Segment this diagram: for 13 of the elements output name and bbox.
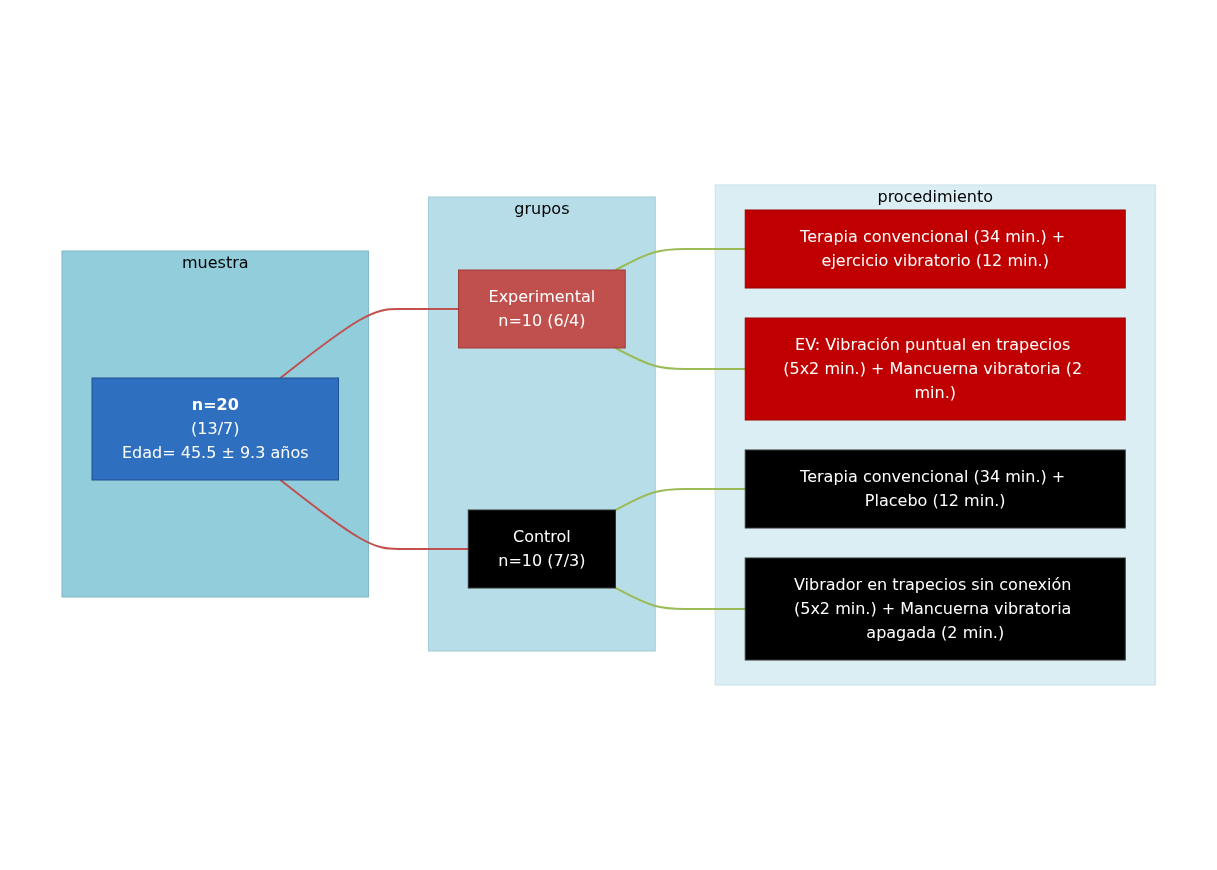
node-box: Terapia convencional (34 min.) + ejercicio vibratorio (12 min.) — [744, 209, 1126, 289]
connector — [279, 479, 470, 550]
connector — [614, 347, 747, 370]
connector — [614, 248, 747, 271]
node-box: Terapia convencional (34 min.) + Placebo (12 min.) — [744, 449, 1126, 529]
node-box: Experimental n=10 (6/4) — [457, 269, 626, 349]
connector — [614, 488, 747, 512]
node-box: n=20 (13/7) Edad= 45.5 ± 9.3 años — [91, 377, 339, 481]
node-box: Control n=10 (7/3) — [467, 509, 616, 589]
node-box: Vibrador en trapecios sin conexión (5x2 min.) + Mancuerna vibratoria apagada (2 min.) — [744, 557, 1126, 661]
connector — [614, 586, 747, 610]
connector — [279, 308, 460, 379]
node-box: EV: Vibración puntual en trapecios (5x2 min.) + Mancuerna vibratoria (2 min.) — [744, 317, 1126, 421]
